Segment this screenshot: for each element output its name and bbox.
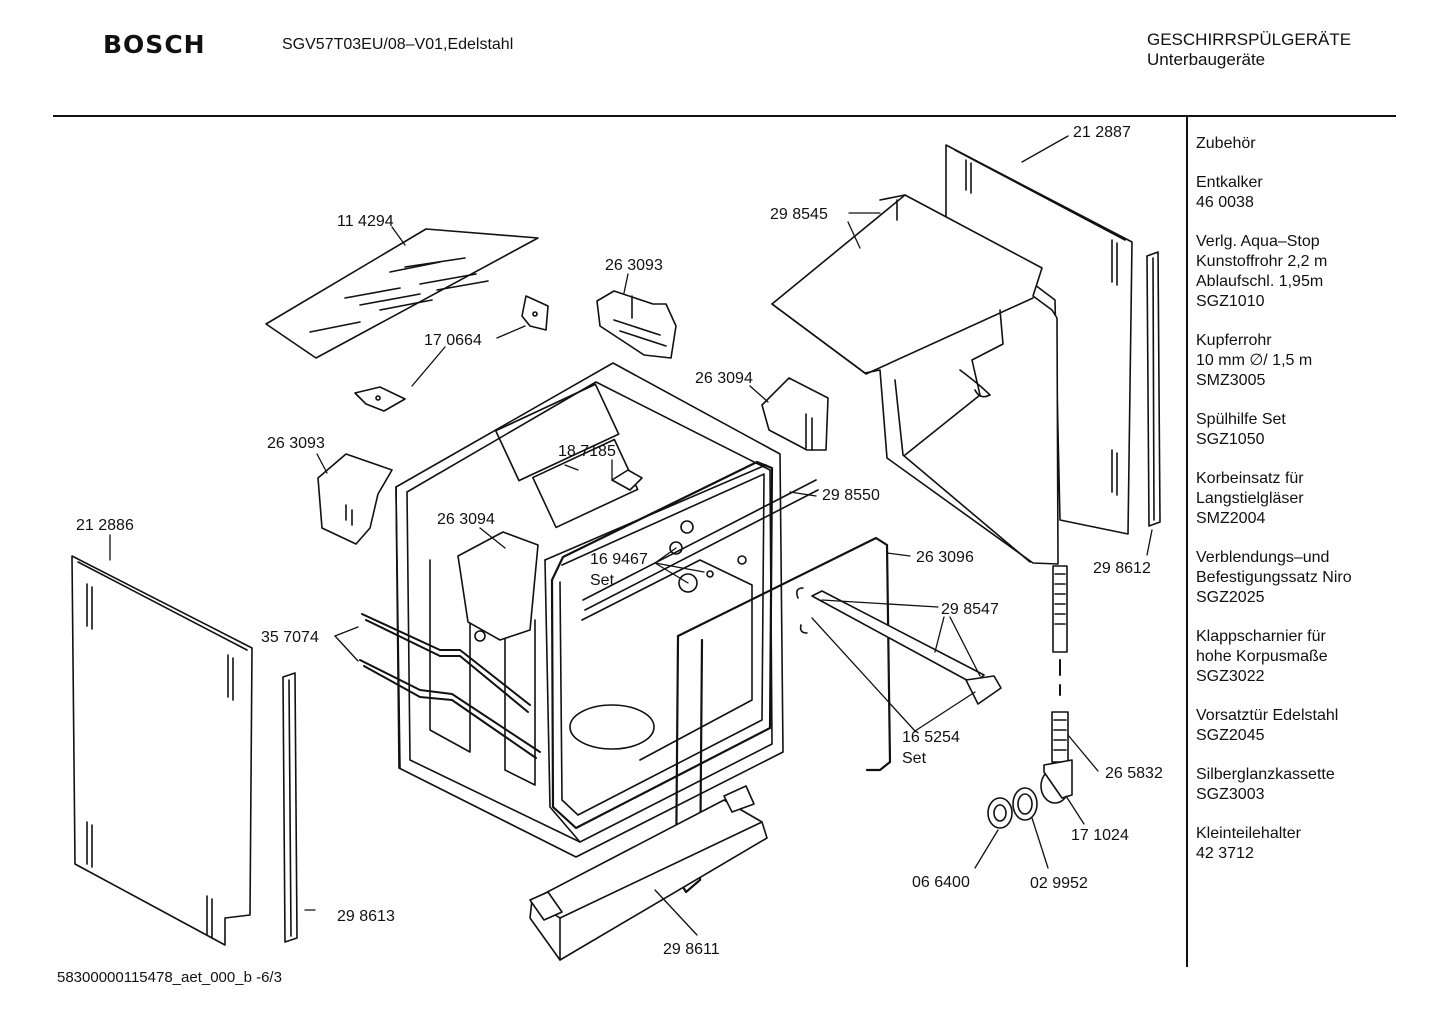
accessory-group: Klappscharnier für hohe Korpusmaße SGZ30… [1196, 627, 1436, 687]
water-hose [1051, 565, 1069, 763]
accessory-line: SGZ1010 [1196, 293, 1265, 310]
accessory-line: Spülhilfe Set [1196, 411, 1286, 428]
label-212887: 21 2887 [1073, 124, 1131, 141]
accessory-line: SGZ1050 [1196, 431, 1265, 448]
accessory-line: SGZ2025 [1196, 589, 1265, 606]
accessory-line: hohe Korpusmaße [1196, 648, 1328, 665]
accessory-line: Zubehör [1196, 135, 1256, 152]
accessory-line: Vorsatztür Edelstahl [1196, 707, 1339, 724]
label-263093-left: 26 3093 [267, 435, 325, 452]
accessory-group: Spülhilfe Set SGZ1050 [1196, 410, 1436, 450]
document-id: 58300000115478_aet_000_b -6/3 [57, 969, 282, 986]
accessory-line: 46 0038 [1196, 194, 1254, 211]
trim-strip-right [1146, 251, 1161, 527]
drip-bar-assembly [796, 587, 1002, 705]
accessory-line: Entkalker [1196, 174, 1263, 191]
category-line-1: GESCHIRRSPÜLGERÄTE [1147, 30, 1352, 49]
accessory-group: Silberglanzkassette SGZ3003 [1196, 765, 1436, 805]
label-170664: 17 0664 [424, 332, 482, 349]
label-114294: 11 4294 [337, 213, 394, 230]
header-divider [53, 115, 1396, 117]
label-169467-set: Set [590, 572, 615, 589]
accessory-line: Kleinteilehalter [1196, 825, 1301, 842]
accessory-line: Kupferrohr [1196, 332, 1272, 349]
accessory-line: Klappscharnier für [1196, 628, 1326, 645]
label-263093-top: 26 3093 [605, 257, 663, 274]
accessory-group: Kleinteilehalter 42 3712 [1196, 824, 1436, 864]
model-number: SGV57T03EU/08–V01,Edelstahl [282, 36, 514, 53]
label-357074: 35 7074 [261, 629, 319, 646]
label-298547: 29 8547 [941, 601, 999, 618]
accessory-line: SGZ3003 [1196, 786, 1265, 803]
label-263094-right: 26 3094 [695, 370, 753, 387]
accessory-line: Ablaufschl. 1,95m [1196, 273, 1324, 290]
category-line-2: Unterbaugeräte [1147, 50, 1266, 69]
hinge-block-left [317, 453, 393, 545]
top-cover-panel [771, 194, 1059, 565]
label-066400: 06 6400 [912, 874, 970, 891]
accessory-line: Kunstoffrohr 2,2 m [1196, 253, 1328, 270]
tub-gasket [674, 536, 892, 894]
accessory-group: Zubehör [1196, 134, 1436, 154]
mounting-bracket-upper [521, 295, 549, 331]
accessory-line: Korbeinsatz für [1196, 470, 1304, 487]
accessory-line: Verlg. Aqua–Stop [1196, 233, 1320, 250]
label-263096: 26 3096 [916, 549, 974, 566]
accessory-line: Befestigungssatz Niro [1196, 569, 1352, 586]
label-298545: 29 8545 [770, 206, 828, 223]
accessory-line: 42 3712 [1196, 845, 1254, 862]
accessory-group: Kupferrohr 10 mm ∅/ 1,5 m SMZ3005 [1196, 331, 1436, 391]
label-298550: 29 8550 [822, 487, 880, 504]
hinge-block-top [596, 290, 677, 359]
trim-strip-left [282, 672, 298, 943]
leader-lines [109, 135, 1153, 936]
category-heading: GESCHIRRSPÜLGERÄTE Unterbaugeräte [1147, 30, 1351, 70]
label-298613: 29 8613 [337, 908, 395, 925]
door-seal-frame [550, 460, 819, 830]
side-panel-left [71, 555, 253, 946]
label-029952: 02 9952 [1030, 875, 1088, 892]
hinge-cover-left [457, 531, 539, 642]
brand-logo: BOSCH [103, 30, 206, 59]
seal-ring [1012, 787, 1038, 821]
label-298612: 29 8612 [1093, 560, 1151, 577]
accessory-line: Silberglanzkassette [1196, 766, 1335, 783]
accessory-group: Verlg. Aqua–Stop Kunstoffrohr 2,2 m Abla… [1196, 232, 1436, 312]
label-165254: 16 5254 [902, 729, 960, 746]
sidebar-divider [1186, 117, 1188, 967]
accessory-line: Verblendungs–und [1196, 549, 1330, 566]
accessory-line: SMZ2004 [1196, 510, 1266, 527]
label-169467: 16 9467 [590, 551, 648, 568]
dishwasher-tub [395, 362, 784, 858]
accessory-line: SGZ2045 [1196, 727, 1265, 744]
water-connector [1040, 759, 1073, 804]
rails-pair [359, 613, 541, 759]
label-212886: 21 2886 [76, 517, 134, 534]
accessory-line: SGZ3022 [1196, 668, 1265, 685]
filter-washer [987, 797, 1013, 829]
accessory-line: 10 mm ∅/ 1,5 m [1196, 352, 1313, 369]
label-187185: 18 7185 [558, 443, 616, 460]
accessory-group: Verblendungs–und Befestigungssatz Niro S… [1196, 548, 1436, 608]
hinge-seal-set [669, 520, 747, 593]
accessory-line: Langstielgläser [1196, 490, 1304, 507]
accessory-group: Entkalker 46 0038 [1196, 173, 1436, 213]
label-171024: 17 1024 [1071, 827, 1129, 844]
accessory-group: Vorsatztür Edelstahl SGZ2045 [1196, 706, 1436, 746]
accessory-line: SMZ3005 [1196, 372, 1266, 389]
top-insulation-mat [265, 228, 539, 359]
label-298611: 29 8611 [663, 941, 720, 958]
label-265832: 26 5832 [1105, 765, 1163, 782]
hinge-cover-right [761, 377, 829, 451]
label-165254-set: Set [902, 750, 927, 767]
base-plinth [529, 785, 768, 961]
mounting-bracket-lower [354, 386, 406, 412]
accessory-group: Korbeinsatz für Langstielgläser SMZ2004 [1196, 469, 1436, 529]
label-263094-left: 26 3094 [437, 511, 495, 528]
accessories-list: Zubehör Entkalker 46 0038 Verlg. Aqua–St… [1196, 134, 1436, 883]
